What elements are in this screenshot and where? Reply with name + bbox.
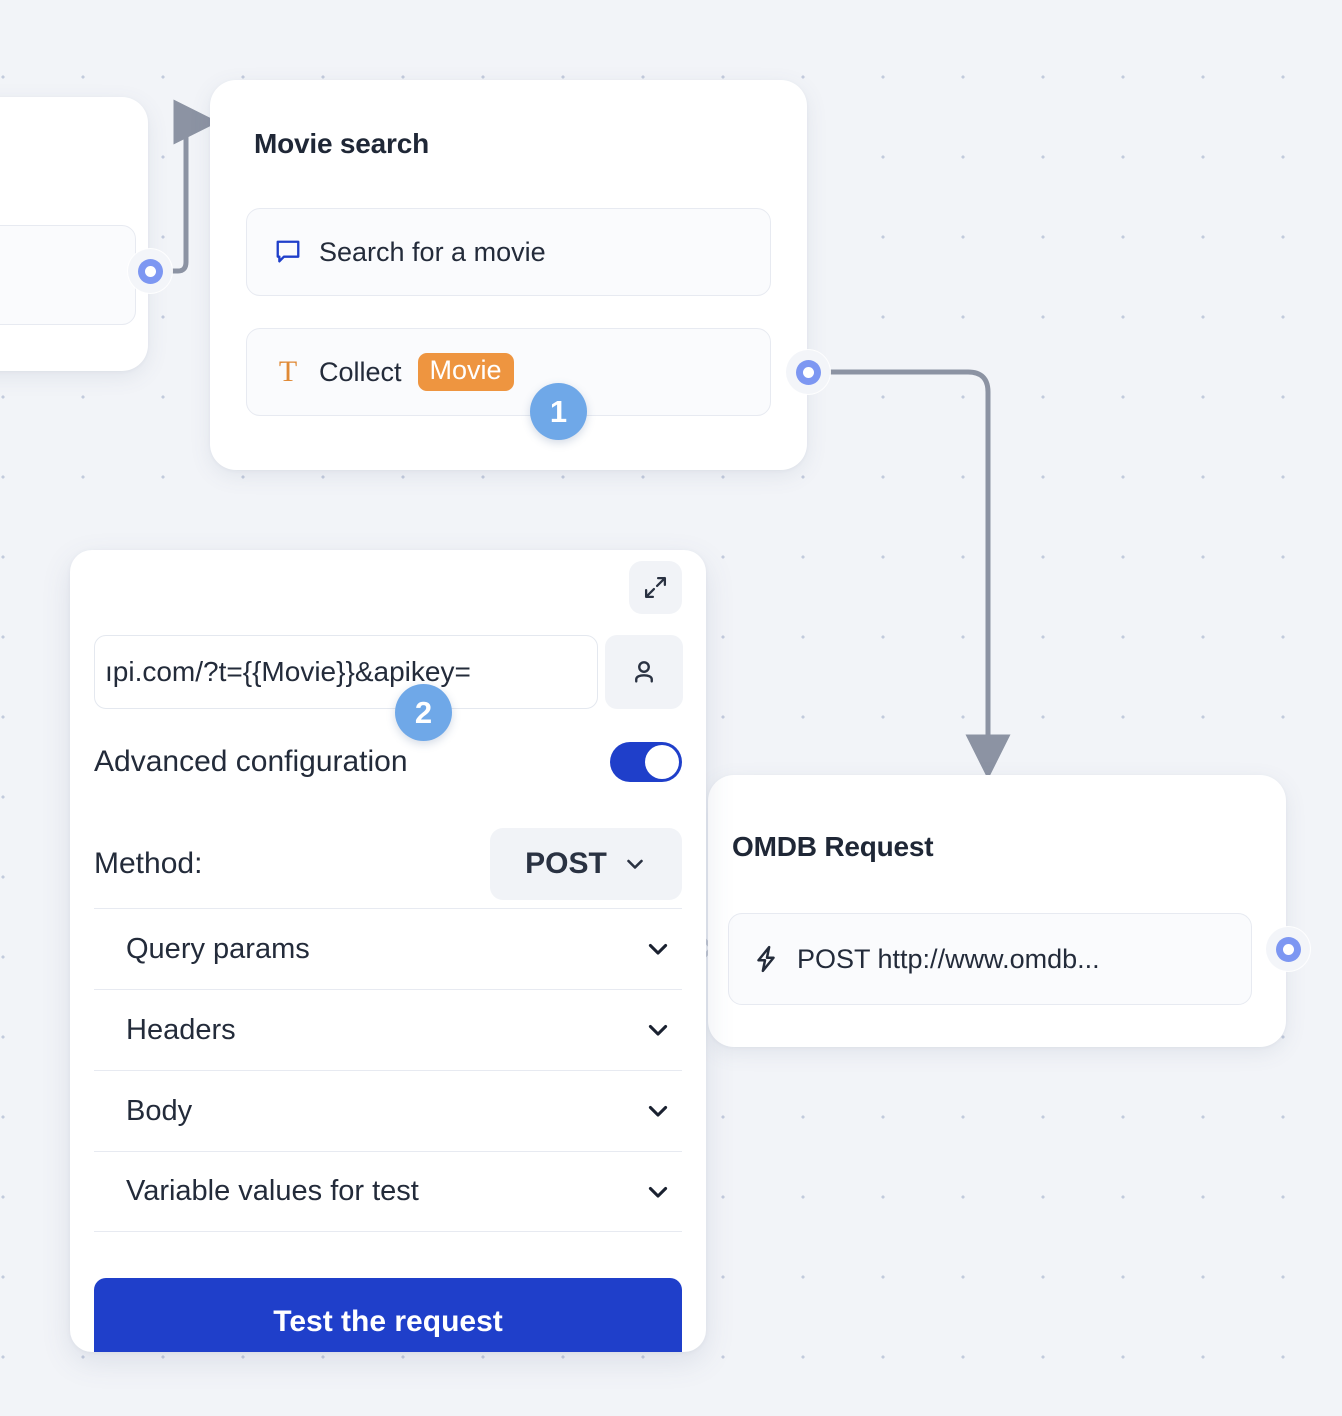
port-ring-icon: [795, 359, 821, 385]
port-movie-search-output[interactable]: [786, 350, 830, 394]
accordion-item-body[interactable]: Body: [94, 1070, 682, 1151]
expand-diagonal-icon: [644, 576, 667, 599]
step-badge-1: 1: [530, 383, 587, 440]
node-row-search-for-a-movie[interactable]: Search for a movie: [246, 208, 771, 296]
accordion-item-headers[interactable]: Headers: [94, 989, 682, 1070]
chevron-down-icon: [648, 1105, 668, 1117]
advanced-configuration-label: Advanced configuration: [94, 745, 408, 778]
lightning-bolt-icon: [757, 945, 775, 973]
advanced-configuration-toggle[interactable]: [610, 742, 682, 782]
node-title-movie-search: Movie search: [254, 128, 430, 159]
method-selected-value: POST: [525, 847, 607, 880]
chevron-down-icon: [648, 1024, 668, 1036]
toggle-knob: [645, 745, 679, 779]
chevron-down-icon: [627, 859, 643, 869]
method-label: Method:: [94, 847, 203, 880]
node-row-label: POST http://www.omdb...: [797, 943, 1100, 974]
step-badge-2: 2: [395, 684, 452, 741]
port-ring-icon: [137, 258, 163, 284]
accordion-label: Headers: [126, 1013, 236, 1046]
text-t-icon: T: [278, 355, 298, 388]
node-row-label: Search for a movie: [319, 236, 546, 267]
request-url-row[interactable]: [94, 635, 683, 709]
person-icon: [635, 661, 653, 683]
advanced-configuration-row[interactable]: Advanced configuration: [94, 742, 682, 782]
port-ring-icon: [1275, 936, 1301, 962]
node-row-label: Collect: [319, 356, 402, 387]
select-user-variable-button[interactable]: [605, 635, 683, 709]
accordion-label: Query params: [126, 932, 310, 965]
node-title-omdb-request: OMDB Request: [732, 831, 934, 862]
test-the-request-button[interactable]: Test the request: [94, 1278, 682, 1352]
http-request-config-panel[interactable]: Advanced configuration Method: POST Quer…: [70, 550, 706, 1352]
node-row-post-request[interactable]: POST http://www.omdb...: [728, 913, 1252, 1005]
accordion-item-query-params[interactable]: Query params: [94, 908, 682, 989]
accordion-item-variable-values-for-test[interactable]: Variable values for test: [94, 1151, 682, 1232]
request-url-input[interactable]: [94, 635, 598, 709]
accordion-label: Body: [126, 1094, 193, 1127]
edge-movie-search-to-omdb: [827, 369, 1011, 780]
node-card-partial-left[interactable]: [0, 97, 148, 371]
edge-left-to-movie-search: [169, 99, 219, 274]
port-left-node-output[interactable]: [128, 249, 172, 293]
method-select[interactable]: POST: [490, 828, 682, 900]
chevron-down-icon: [648, 1186, 668, 1198]
chat-bubble-icon: [276, 240, 300, 263]
node-card-movie-search[interactable]: Movie search Search for a movie T Collec…: [210, 80, 807, 470]
expand-panel-button[interactable]: [629, 561, 682, 614]
variable-tag-movie[interactable]: Movie: [417, 353, 514, 391]
accordion-label: Variable values for test: [126, 1175, 419, 1207]
method-row: Method: POST: [94, 828, 682, 900]
port-omdb-output[interactable]: [1266, 927, 1310, 971]
node-row-placeholder[interactable]: [0, 225, 136, 325]
request-sections-accordion: Query params Headers Body Variable value…: [94, 908, 682, 1232]
node-row-collect-movie[interactable]: T Collect Movie: [246, 328, 771, 416]
chevron-down-icon: [648, 943, 668, 955]
node-card-omdb-request[interactable]: OMDB Request POST http://www.omdb...: [708, 775, 1286, 1047]
